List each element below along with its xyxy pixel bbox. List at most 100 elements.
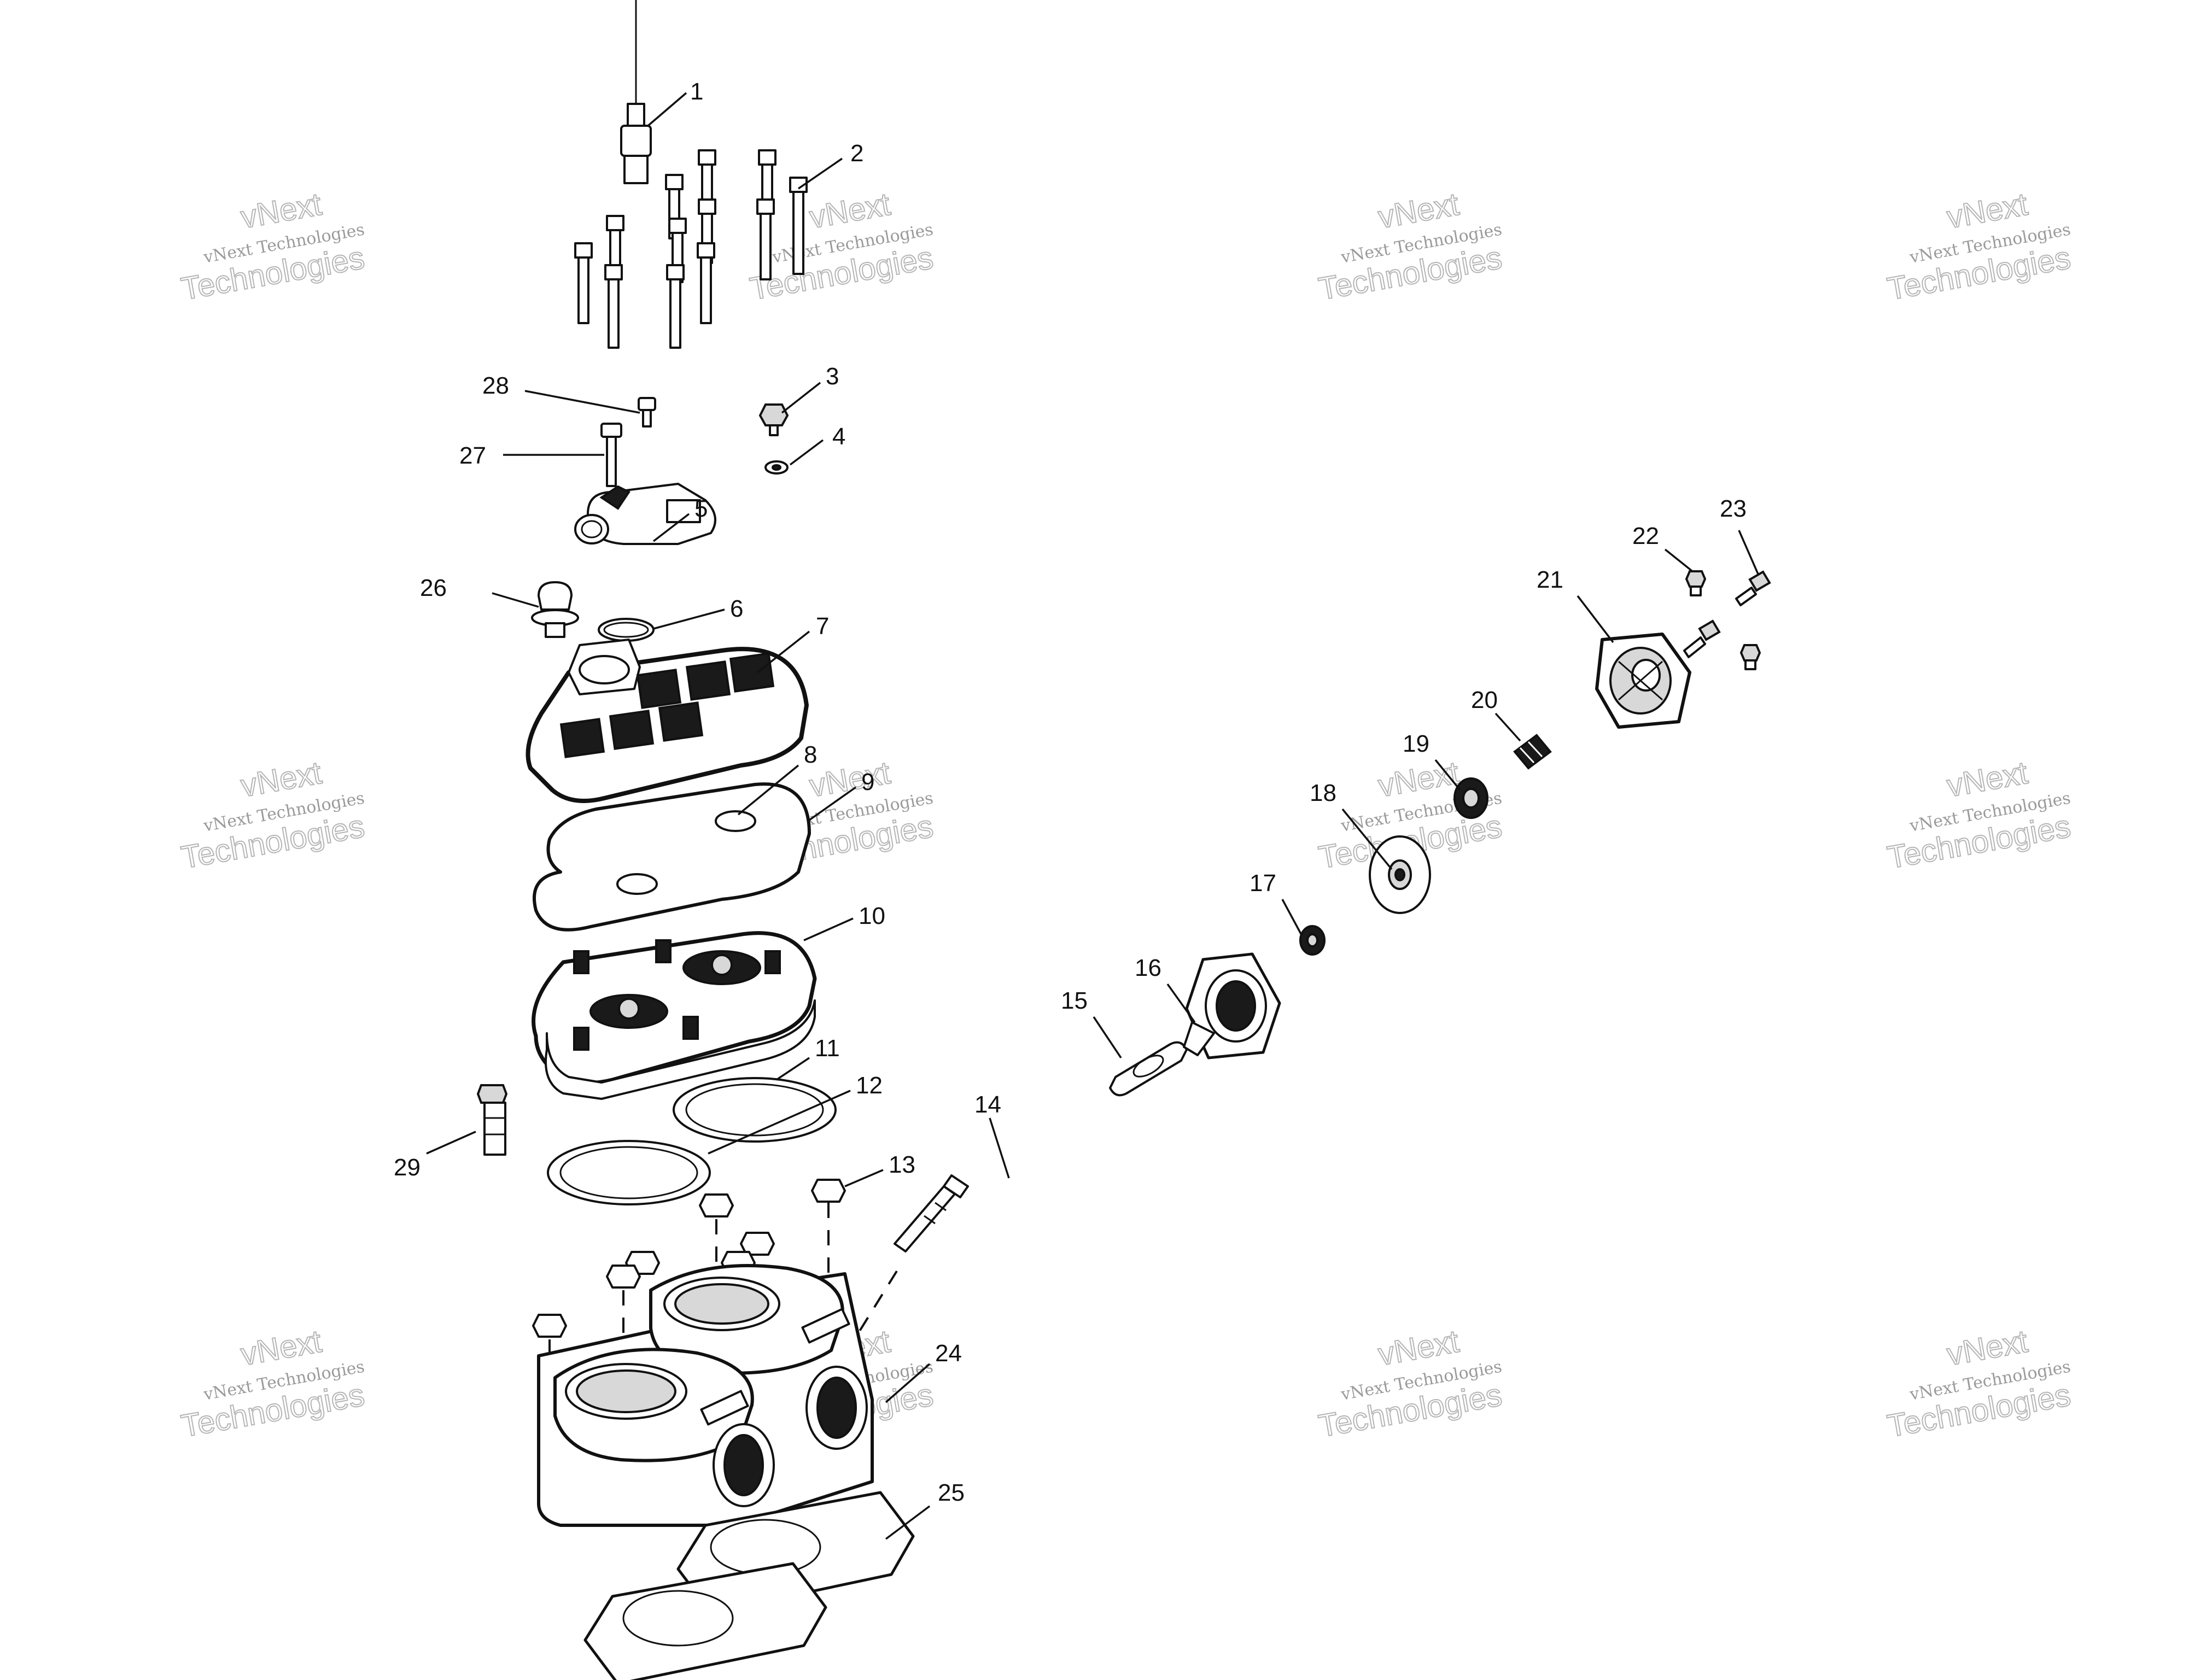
callout-13: 13 [889, 1151, 915, 1178]
leader-15 [1093, 1016, 1122, 1058]
bolt [604, 264, 623, 349]
part-14-stud [894, 1174, 969, 1252]
part-11-gasket [673, 1077, 837, 1143]
callout-28: 28 [482, 372, 509, 399]
leader-2 [798, 157, 843, 190]
leader-11 [776, 1057, 810, 1081]
part-24-cylinder-block [537, 1264, 874, 1527]
part-1-temperature-sensor [620, 0, 652, 184]
bolt [697, 242, 715, 324]
part-16-pump-housing [1183, 952, 1281, 1059]
part-9-cover-gasket [533, 782, 811, 932]
svg-text:vNext: vNext [807, 186, 893, 236]
leader-16 [1166, 983, 1196, 1023]
leader-13 [844, 1169, 884, 1187]
part-6-o-ring [598, 618, 655, 642]
part-17-bearing [1299, 925, 1326, 956]
callout-3: 3 [826, 363, 839, 390]
callout-23: 23 [1720, 495, 1747, 522]
watermark: vNext vNext Technologies Technologies [1884, 186, 2074, 308]
leader-12 [708, 1090, 851, 1155]
callout-29: 29 [394, 1154, 421, 1181]
nut [532, 1314, 567, 1338]
svg-text:vNext: vNext [1945, 186, 2030, 236]
leader-5 [652, 513, 690, 542]
screw [1685, 570, 1707, 596]
watermark: vNext vNext Technologies Technologies [178, 754, 368, 876]
part-13-nuts [532, 1179, 898, 1438]
callout-8: 8 [804, 741, 817, 768]
callout-14: 14 [974, 1091, 1001, 1118]
callout-24: 24 [935, 1340, 962, 1367]
leader-22 [1664, 548, 1694, 572]
nut [606, 1265, 641, 1289]
part-21-pump-cover [1595, 633, 1691, 729]
watermarks: vNext vNext Technologies Technologies vN… [178, 186, 2074, 1445]
part-7-head-cover [526, 639, 809, 803]
part-22-screws [1685, 570, 1761, 670]
callout-1: 1 [690, 78, 703, 105]
watermark: vNext vNext Technologies Technologies [1884, 754, 2074, 876]
nut [740, 1232, 775, 1256]
leader-26 [492, 592, 539, 608]
callout-22: 22 [1632, 523, 1659, 549]
callout-labels: 1 2 3 4 5 6 7 8 9 10 11 12 13 14 15 16 1… [394, 78, 1747, 1506]
callout-7: 7 [816, 613, 829, 640]
part-4-washer [764, 460, 789, 475]
callout-6: 6 [730, 595, 743, 622]
part-18-impeller [1369, 835, 1431, 914]
leader-1 [647, 92, 687, 127]
leader-17 [1281, 899, 1303, 935]
callout-17: 17 [1250, 870, 1276, 897]
callout-11: 11 [815, 1035, 840, 1062]
part-12-gasket [547, 1140, 711, 1205]
svg-text:vNext: vNext [1376, 755, 1462, 804]
leader-lines [426, 92, 1759, 1540]
callout-4: 4 [832, 423, 845, 450]
leader-20 [1494, 712, 1521, 742]
part-23-screws [1683, 570, 1771, 658]
callout-9: 9 [861, 769, 874, 795]
callout-15: 15 [1061, 987, 1088, 1014]
part-26-thermostat [531, 581, 579, 638]
leader-28 [524, 390, 640, 414]
bolt [789, 177, 808, 275]
nut [699, 1193, 734, 1217]
callout-21: 21 [1537, 566, 1563, 593]
part-19-seal [1453, 777, 1488, 819]
svg-text:vNext: vNext [238, 186, 324, 236]
leader-14 [989, 1117, 1010, 1179]
callout-2: 2 [850, 140, 863, 167]
svg-text:vNext: vNext [238, 1324, 324, 1373]
leader-7 [756, 630, 810, 674]
screw [1683, 619, 1721, 658]
callout-12: 12 [856, 1072, 883, 1099]
leader-24 [885, 1363, 931, 1403]
svg-text:vNext: vNext [1945, 1324, 2030, 1373]
bolt [574, 242, 593, 324]
part-20-spring [1513, 734, 1552, 770]
svg-text:vNext: vNext [807, 755, 893, 804]
bolt [756, 198, 775, 280]
part-25-base-gasket [583, 1491, 915, 1680]
svg-text:vNext: vNext [238, 755, 324, 804]
screw [1735, 570, 1771, 606]
leader-9 [808, 786, 857, 821]
part-8-o-ring [616, 810, 756, 895]
part-27-bolt [600, 423, 622, 487]
svg-text:vNext: vNext [1376, 1324, 1462, 1373]
leader-6 [653, 608, 725, 630]
watermark: vNext vNext Technologies Technologies [178, 1323, 368, 1445]
part-3-screw [758, 403, 789, 436]
callout-19: 19 [1403, 730, 1429, 757]
callout-27: 27 [459, 442, 486, 469]
bolt [666, 264, 685, 349]
leader-10 [803, 917, 854, 941]
callout-5: 5 [694, 495, 708, 522]
callout-16: 16 [1135, 955, 1161, 981]
watermark: vNext vNext Technologies Technologies [1316, 1323, 1505, 1445]
leader-25 [885, 1505, 931, 1540]
leader-4 [789, 439, 824, 466]
callout-18: 18 [1310, 780, 1336, 806]
